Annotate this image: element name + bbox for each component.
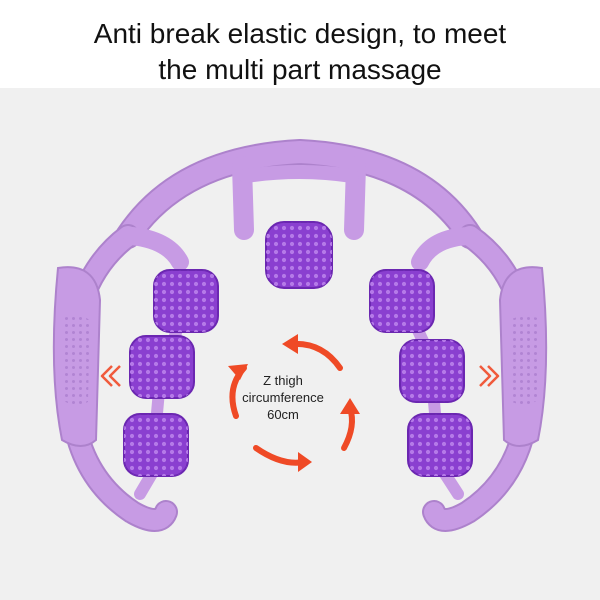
roller-left-bottom: [123, 413, 189, 477]
roller-right-middle: [399, 339, 465, 403]
roller-right-top: [369, 269, 435, 333]
headline: Anti break elastic design, to meet the m…: [0, 16, 600, 88]
headline-line-2: the multi part massage: [158, 54, 442, 85]
headline-line-1: Anti break elastic design, to meet: [93, 18, 507, 49]
roller-center: [265, 221, 333, 289]
right-grip-pad: [498, 266, 548, 447]
roller-right-bottom: [407, 413, 473, 477]
rotation-label-line-2: circumference: [242, 390, 324, 405]
rotation-label-line-3: 60cm: [267, 407, 299, 422]
rotation-label: Z thigh circumference 60cm: [228, 372, 338, 423]
rotation-label-line-1: Z thigh: [263, 373, 303, 388]
roller-left-top: [153, 269, 219, 333]
rotation-arrows-icon: [228, 334, 360, 472]
chevron-left-icon: [100, 365, 121, 387]
roller-left-middle: [129, 335, 195, 399]
left-grip-pad: [52, 266, 102, 447]
chevron-right-icon: [479, 365, 500, 387]
